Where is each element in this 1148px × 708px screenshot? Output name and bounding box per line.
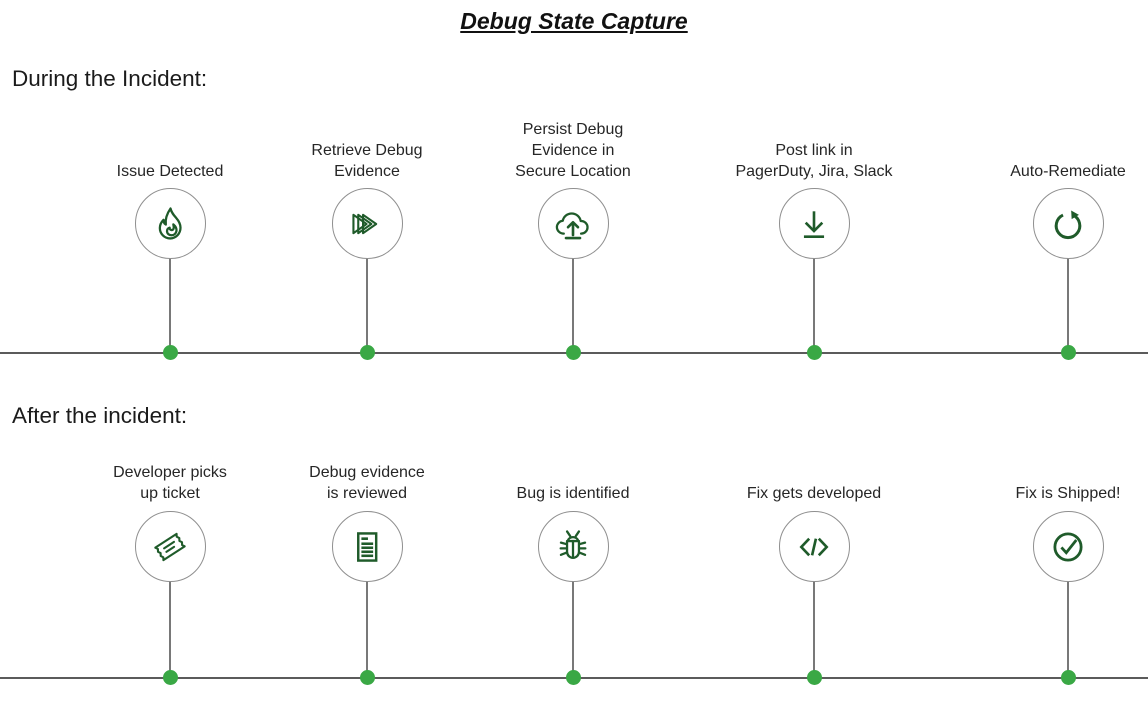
timeline-dot [565, 345, 581, 360]
timeline-dot [162, 345, 178, 360]
milestone-circle [1032, 188, 1104, 259]
connector-line [366, 581, 368, 678]
check-circle-icon [1053, 531, 1083, 562]
milestone-circle [537, 511, 609, 582]
milestone-label: Persist Debug Evidence in Secure Locatio… [515, 121, 631, 180]
timeline-dot [565, 670, 581, 685]
timeline-dot [359, 345, 375, 360]
milestone-circle [331, 511, 403, 582]
timeline-dot [359, 670, 375, 685]
milestone-label: Developer picks up ticket [113, 464, 227, 502]
fast-forward-icon [352, 213, 378, 234]
milestone-circle [778, 511, 850, 582]
milestone-circle [537, 188, 609, 259]
timeline-dot [806, 670, 822, 685]
milestone-label: Bug is identified [516, 485, 630, 502]
milestone-label: Fix gets developed [746, 485, 882, 502]
connector-line [1067, 581, 1069, 678]
document-icon [357, 531, 378, 562]
milestone-label: Retrieve Debug Evidence [311, 142, 423, 180]
milestone-circle [134, 188, 206, 259]
timeline-dot [1060, 670, 1076, 685]
connector-line [169, 581, 171, 678]
milestone-label: Fix is Shipped! [1015, 485, 1121, 502]
timeline-dot [806, 345, 822, 360]
connector-line [813, 258, 815, 353]
page-title: Debug State Capture [460, 8, 688, 34]
code-icon [799, 537, 829, 556]
milestone-label: Issue Detected [116, 163, 224, 180]
connector-line [572, 258, 574, 353]
connector-line [813, 581, 815, 678]
milestone-circle [778, 188, 850, 259]
timeline-dot [1060, 345, 1076, 360]
section-heading-during: During the Incident: [12, 66, 208, 91]
milestone-circle [331, 188, 403, 259]
timeline-dot [162, 670, 178, 685]
download-icon [803, 210, 825, 238]
section-heading-after: After the incident: [12, 403, 188, 428]
connector-line [169, 258, 171, 353]
connector-line [572, 581, 574, 678]
milestone-circle [134, 511, 206, 582]
milestone-label: Auto-Remediate [1010, 163, 1126, 180]
connector-line [1067, 258, 1069, 353]
refresh-icon [1054, 210, 1082, 239]
flame-icon [158, 206, 182, 240]
ticket-icon [154, 532, 186, 561]
connector-line [366, 258, 368, 353]
cloud-upload-icon [555, 211, 589, 239]
milestone-label: Debug evidence is reviewed [309, 464, 425, 502]
milestone-label: Post link in PagerDuty, Jira, Slack [735, 142, 893, 180]
milestone-circle [1032, 511, 1104, 582]
bug-icon [559, 529, 587, 559]
